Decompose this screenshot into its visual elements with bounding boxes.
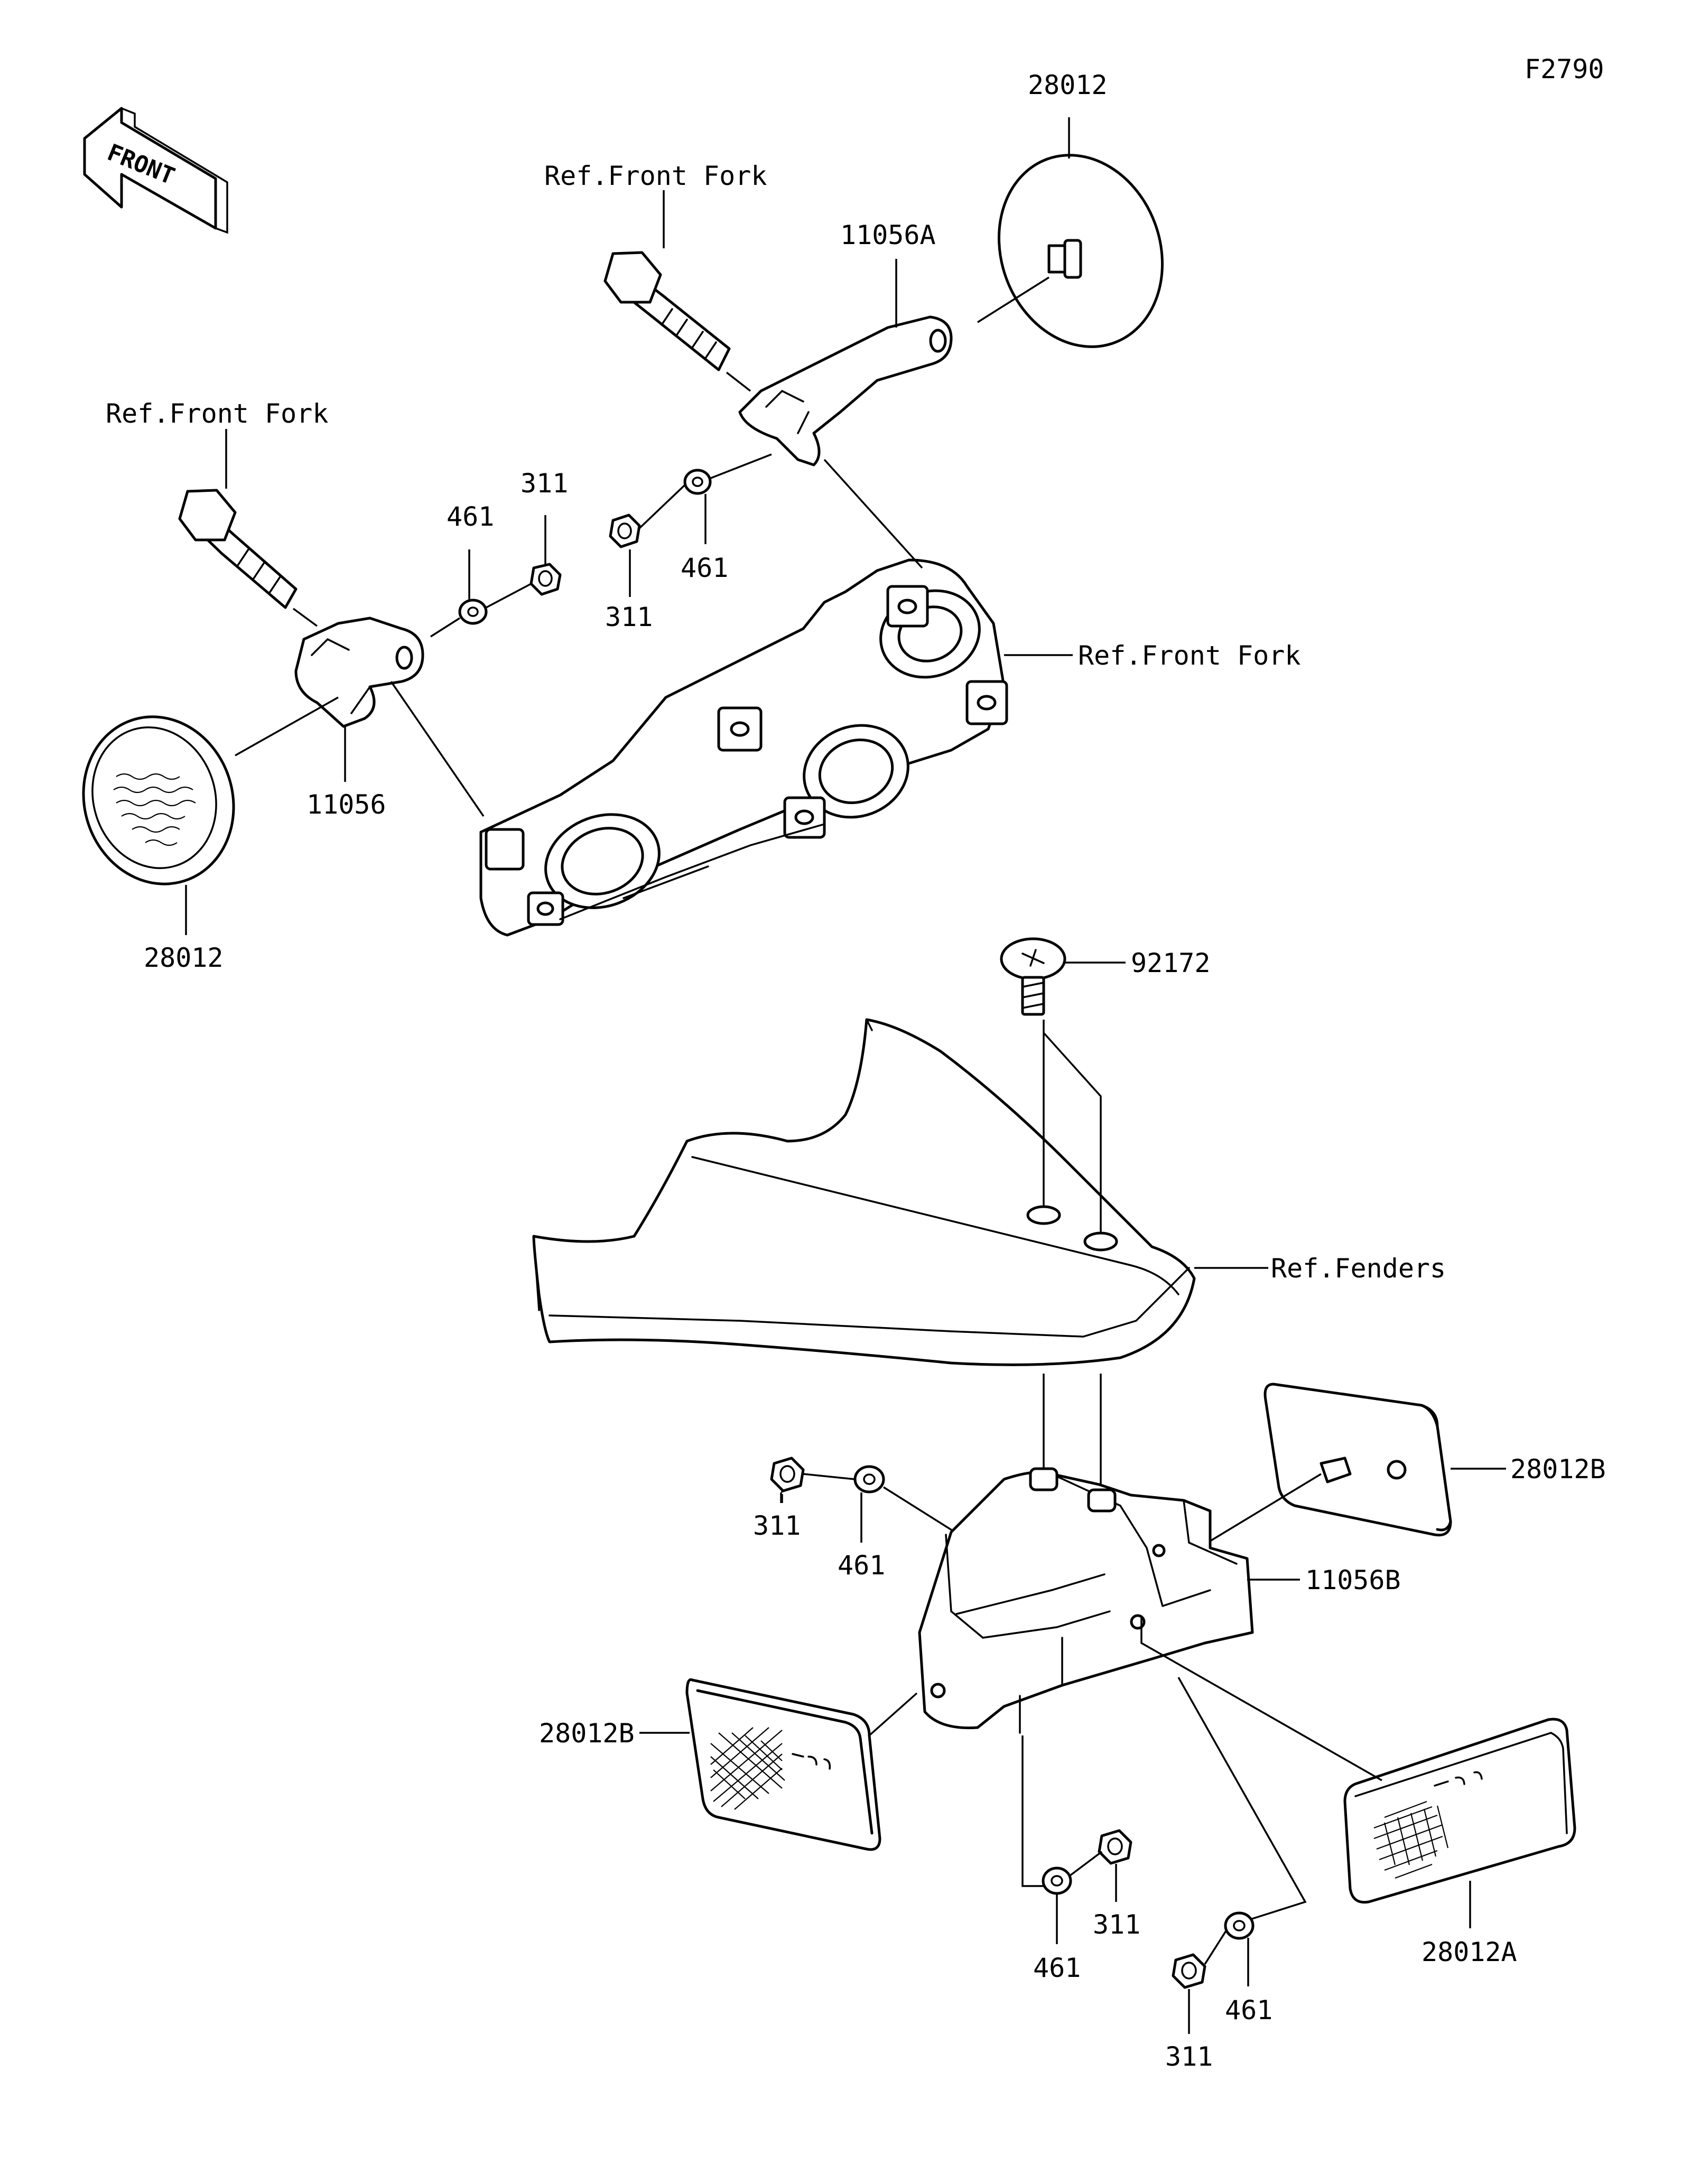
reflector-front-right <box>997 154 1164 348</box>
label-reflector-rear: 28012A <box>1421 1937 1517 1967</box>
label-nut-lower-right: 311 <box>1165 2041 1213 2072</box>
screw-92172 <box>1000 937 1066 1016</box>
label-ref-front-fork-left: Ref.Front Fork <box>106 398 328 429</box>
label-nut-lower-left: 311 <box>1093 1909 1140 1940</box>
nut-fender <box>770 1457 805 1492</box>
label-ref-fenders: Ref.Fenders <box>1271 1253 1446 1284</box>
bolt-upper-left <box>178 489 298 609</box>
label-reflector-side-right: 28012B <box>1510 1454 1606 1485</box>
label-washer-right-upper: 461 <box>681 553 728 583</box>
bracket-11056 <box>294 617 424 728</box>
label-washer-mid-upper: 461 <box>447 501 494 532</box>
label-nut-right-upper: 311 <box>605 602 653 632</box>
label-nut-fender: 311 <box>753 1510 801 1541</box>
reflector-side-right <box>1263 1383 1452 1537</box>
washer-right-upper <box>683 469 712 495</box>
label-reflector-front-right: 28012 <box>1028 70 1108 100</box>
bracket-11056a <box>738 315 953 466</box>
bracket-11056b <box>918 1467 1254 1734</box>
nut-lower-right <box>1172 1953 1206 1989</box>
label-nut-mid-upper: 311 <box>521 468 568 499</box>
nut-lower-left <box>1098 1829 1132 1865</box>
front-fender <box>532 1018 1196 1366</box>
washer-lower-left <box>1042 1866 1072 1895</box>
fork-triple-clamp <box>479 558 1008 937</box>
label-reflector-front-left: 28012 <box>144 942 224 973</box>
washer-mid-upper <box>458 599 488 625</box>
label-washer-lower-right: 461 <box>1225 1995 1272 2026</box>
label-bracket-fender: 11056B <box>1305 1565 1401 1595</box>
label-washer-fender: 461 <box>838 1550 885 1581</box>
figure-code: F2790 <box>1525 54 1604 85</box>
front-direction-arrow-icon: FRONT <box>83 107 228 234</box>
label-washer-lower-left: 461 <box>1033 1953 1081 1983</box>
nut-right-upper <box>609 514 641 548</box>
label-bracket-right: 11056A <box>840 220 936 250</box>
label-screw: 92172 <box>1131 948 1211 978</box>
washer-lower-right <box>1224 1911 1255 1940</box>
reflector-front-left <box>82 715 235 885</box>
washer-fender <box>853 1465 885 1494</box>
nut-mid-upper <box>529 563 562 596</box>
bolt-upper-right <box>603 251 731 371</box>
label-ref-front-fork-clamp: Ref.Front Fork <box>1078 640 1300 671</box>
label-ref-front-fork-right: Ref.Front Fork <box>544 161 767 191</box>
reflector-side-left <box>685 1678 881 1851</box>
label-reflector-side-left: 28012B <box>539 1718 635 1749</box>
reflector-rear <box>1343 1718 1576 1904</box>
label-bracket-left: 11056 <box>306 789 386 820</box>
